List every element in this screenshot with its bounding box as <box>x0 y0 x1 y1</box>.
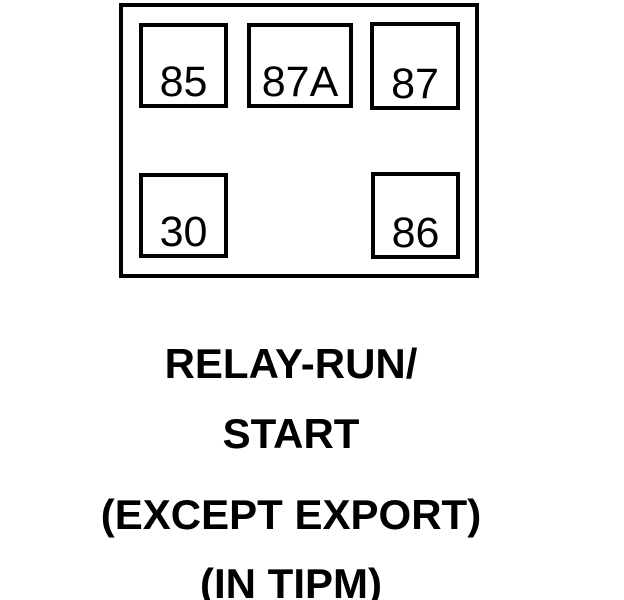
caption-relay-name-line2: START <box>222 410 360 457</box>
caption-relay-name-line1: RELAY-RUN/ <box>164 340 418 387</box>
pin-label-30: 30 <box>159 208 208 256</box>
caption-location-note: (IN TIPM) <box>200 560 382 600</box>
pin-terminal-87a: 87A <box>247 23 353 108</box>
pin-terminal-85: 85 <box>139 23 228 108</box>
pin-terminal-30: 30 <box>139 173 228 258</box>
caption-variant-note: (EXCEPT EXPORT) <box>100 491 482 538</box>
pin-label-85: 85 <box>159 58 208 106</box>
pin-terminal-87: 87 <box>370 22 460 110</box>
pin-terminal-86: 86 <box>371 172 460 259</box>
pin-label-87a: 87A <box>261 58 339 106</box>
pin-label-86: 86 <box>391 209 440 257</box>
pin-label-87: 87 <box>391 60 439 108</box>
